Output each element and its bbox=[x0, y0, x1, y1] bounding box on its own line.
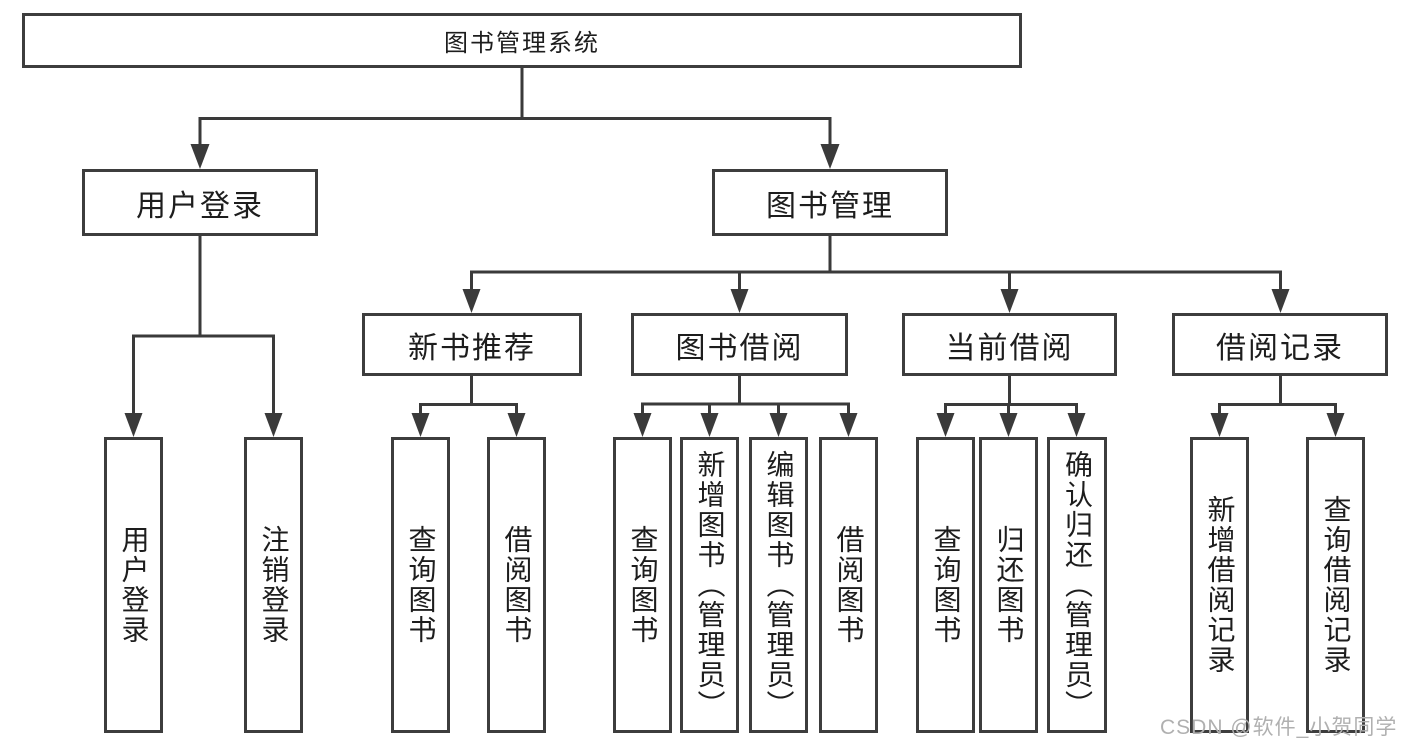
connector-path bbox=[132, 67, 1337, 418]
leaf-query-book-recommend-label: 查询图书 bbox=[405, 525, 437, 645]
node-book-management: 图书管理 bbox=[712, 169, 948, 236]
leaf-query-book-current-label: 查询图书 bbox=[930, 525, 962, 645]
node-user-login: 用户登录 bbox=[82, 169, 318, 236]
node-new-book-recommend: 新书推荐 bbox=[362, 313, 582, 376]
node-current-borrow-label: 当前借阅 bbox=[945, 331, 1074, 365]
node-root-label: 图书管理系统 bbox=[444, 30, 600, 57]
leaf-add-book-admin: 新增图书（管理员） bbox=[680, 437, 739, 733]
leaf-borrow-book: 借阅图书 bbox=[819, 437, 878, 733]
leaf-edit-book-admin-label: 编辑图书（管理员） bbox=[763, 450, 795, 720]
node-root: 图书管理系统 bbox=[22, 13, 1022, 68]
node-book-borrow-label: 图书借阅 bbox=[675, 331, 804, 365]
leaf-logout: 注销登录 bbox=[244, 437, 303, 733]
csdn-watermark: CSDN @软件_小贺同学 bbox=[1160, 716, 1398, 739]
node-user-login-label: 用户登录 bbox=[136, 189, 264, 223]
leaf-query-book-recommend: 查询图书 bbox=[391, 437, 450, 733]
leaf-confirm-return-admin: 确认归还（管理员） bbox=[1047, 437, 1107, 733]
leaf-add-borrow-record: 新增借阅记录 bbox=[1190, 437, 1249, 733]
node-borrow-record-label: 借阅记录 bbox=[1216, 331, 1344, 365]
leaf-add-borrow-record-label: 新增借阅记录 bbox=[1204, 495, 1236, 675]
leaf-confirm-return-admin-label: 确认归还（管理员） bbox=[1062, 450, 1093, 720]
leaf-add-book-admin-label: 新增图书（管理员） bbox=[694, 450, 726, 720]
node-current-borrow: 当前借阅 bbox=[902, 313, 1117, 376]
leaf-borrow-book-label: 借阅图书 bbox=[833, 525, 865, 645]
leaf-logout-label: 注销登录 bbox=[258, 525, 290, 645]
node-new-book-recommend-label: 新书推荐 bbox=[408, 331, 536, 365]
leaf-query-borrow-record: 查询借阅记录 bbox=[1306, 437, 1365, 733]
leaf-query-book-borrow: 查询图书 bbox=[613, 437, 672, 733]
leaf-query-book-current: 查询图书 bbox=[916, 437, 975, 733]
leaf-return-book: 归还图书 bbox=[979, 437, 1038, 733]
leaf-query-book-borrow-label: 查询图书 bbox=[627, 525, 659, 645]
leaf-user-login: 用户登录 bbox=[104, 437, 163, 733]
arrowheads bbox=[124, 144, 1345, 437]
leaf-return-book-label: 归还图书 bbox=[993, 525, 1025, 645]
leaf-user-login-label: 用户登录 bbox=[118, 525, 150, 645]
leaf-borrow-book-recommend: 借阅图书 bbox=[487, 437, 546, 733]
leaf-edit-book-admin: 编辑图书（管理员） bbox=[749, 437, 808, 733]
node-book-borrow: 图书借阅 bbox=[631, 313, 848, 376]
node-book-management-label: 图书管理 bbox=[766, 189, 894, 223]
leaf-borrow-book-recommend-label: 借阅图书 bbox=[501, 525, 533, 645]
leaf-query-borrow-record-label: 查询借阅记录 bbox=[1320, 495, 1352, 675]
node-borrow-record: 借阅记录 bbox=[1172, 313, 1388, 376]
